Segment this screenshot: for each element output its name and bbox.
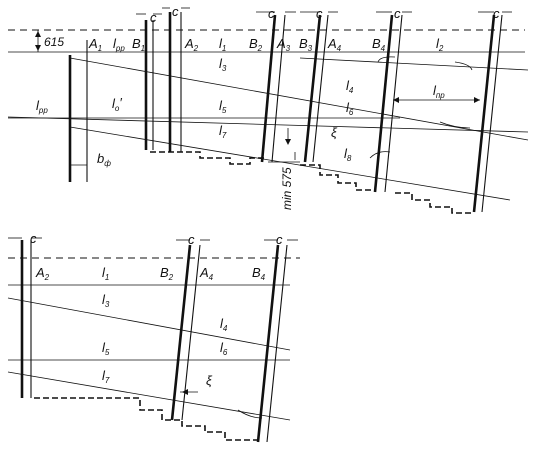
label-lpp-left: lрр [36, 98, 48, 115]
label-c-3: c [268, 6, 275, 21]
label-c-b1: c [30, 231, 37, 246]
rafter-B3 [303, 14, 322, 163]
ground-steps-right [395, 192, 474, 214]
top-diagram: c c c c c c 615 A1 lpp B1 A2 l1 B2 A3 B3… [7, 4, 529, 214]
bottom-incline-l4 [7, 297, 291, 351]
label-B4-b: B4 [252, 265, 266, 282]
label-l7: l7 [219, 123, 227, 140]
label-B2: B2 [249, 36, 263, 53]
label-l8: l8 [344, 146, 352, 163]
label-c-6: c [493, 6, 500, 21]
label-A3: A3 [276, 36, 291, 53]
rafter-B2 [260, 14, 277, 163]
incline-line-l6 [7, 116, 529, 133]
rafter-B2-bottom [170, 244, 192, 421]
label-xi-b: ξ [206, 373, 213, 388]
rafter-B2-inner [271, 14, 286, 163]
label-l1-b: l1 [102, 265, 109, 282]
label-lo-prime: lo′ [112, 95, 122, 113]
ground-steps-left [150, 151, 265, 165]
arc-3 [439, 121, 471, 129]
label-c-4: c [316, 6, 323, 21]
label-l5: l5 [219, 98, 227, 115]
arc-bottom [237, 409, 263, 419]
rafter-right-inner [481, 14, 503, 213]
label-l3-b: l3 [102, 292, 110, 309]
c-dim-ticks-top [136, 7, 512, 15]
incline-line-l7 [69, 126, 511, 201]
label-l7-b: l7 [102, 368, 110, 385]
rafter-right [472, 14, 496, 213]
label-c-5: c [394, 6, 401, 21]
rafter-B4-bottom-inner [266, 244, 288, 443]
ground-steps-mid [300, 164, 372, 191]
label-A4-b: A4 [199, 265, 214, 282]
label-B2-b: B2 [160, 265, 174, 282]
label-615: 615 [44, 35, 64, 49]
label-A2-b: A2 [35, 265, 50, 282]
bottom-diagram: c c c A2 l1 B2 A4 B4 l3 l4 l5 l6 l7 ξ [7, 231, 300, 443]
ground-steps-bottom [34, 397, 258, 441]
label-c-b2: c [188, 232, 195, 247]
label-lnp: lпр [433, 83, 445, 100]
arc-1 [377, 56, 396, 63]
label-l1: l1 [219, 36, 226, 53]
arc-4 [369, 151, 391, 159]
label-c-b3: c [276, 232, 283, 247]
label-l2: l2 [436, 36, 444, 53]
incline-line-l3 [69, 57, 529, 141]
label-l6-b: l6 [220, 340, 228, 357]
label-min575: min 575 [280, 167, 294, 210]
label-c-1: c [150, 10, 157, 25]
label-c-2: c [172, 4, 179, 19]
rafter-B4-inner [384, 14, 403, 193]
label-lpp: lpp [113, 36, 125, 53]
label-A1: A1 [88, 36, 102, 53]
label-A2: A2 [184, 36, 199, 53]
label-l6: l6 [346, 100, 354, 117]
label-l4: l4 [346, 78, 354, 95]
rafter-A4 [312, 14, 329, 163]
label-l3: l3 [219, 56, 227, 73]
label-l5-b: l5 [102, 340, 110, 357]
label-B3: B3 [299, 36, 313, 53]
label-bf: bф [97, 151, 111, 168]
label-B4: B4 [372, 36, 386, 53]
arc-2 [454, 61, 473, 71]
rafter-B4-bottom [256, 244, 280, 443]
label-B1: B1 [132, 36, 145, 53]
label-A4: A4 [327, 36, 342, 53]
bottom-incline-l7 [7, 371, 291, 421]
incline-line-l2 [299, 57, 529, 71]
rafter-B4 [373, 14, 394, 193]
c-dim-ticks-bottom [8, 237, 298, 241]
label-l4-b: l4 [220, 316, 228, 333]
label-xi: ξ [331, 125, 338, 140]
